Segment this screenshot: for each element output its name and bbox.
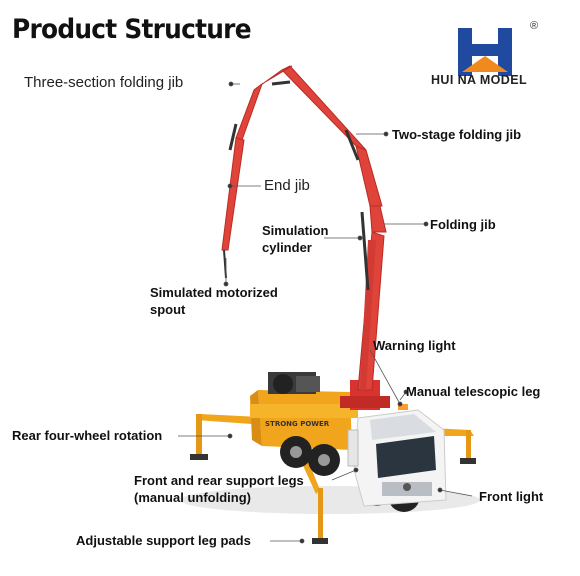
page-title: Product Structure	[12, 14, 252, 45]
label-three-section-jib: Three-section folding jib	[24, 74, 184, 91]
label-simulation-cylinder-2: cylinder	[262, 240, 312, 255]
label-front-light: Front light	[479, 489, 544, 504]
label-support-leg-pads: Adjustable support leg pads	[76, 533, 251, 548]
label-warning-light: Warning light	[373, 338, 456, 353]
brand-logo	[458, 28, 512, 76]
label-motorized-spout-2: spout	[150, 302, 186, 317]
side-label: STRONG POWER	[265, 420, 330, 428]
label-front-rear-legs-1: Front and rear support legs	[134, 473, 304, 488]
label-simulation-cylinder-1: Simulation	[262, 223, 329, 238]
label-two-stage-jib: Two-stage folding jib	[392, 127, 522, 142]
label-manual-telescopic-leg: Manual telescopic leg	[406, 384, 541, 399]
label-rear-rotation: Rear four-wheel rotation	[12, 428, 163, 443]
label-front-rear-legs-2: (manual unfolding)	[134, 490, 251, 505]
label-end-jib: End jib	[264, 177, 310, 194]
label-folding-jib: Folding jib	[430, 217, 496, 232]
label-motorized-spout-1: Simulated motorized	[150, 285, 278, 300]
brand-name: HUI NA MODEL	[431, 73, 527, 87]
registered-mark: ®	[530, 20, 539, 32]
